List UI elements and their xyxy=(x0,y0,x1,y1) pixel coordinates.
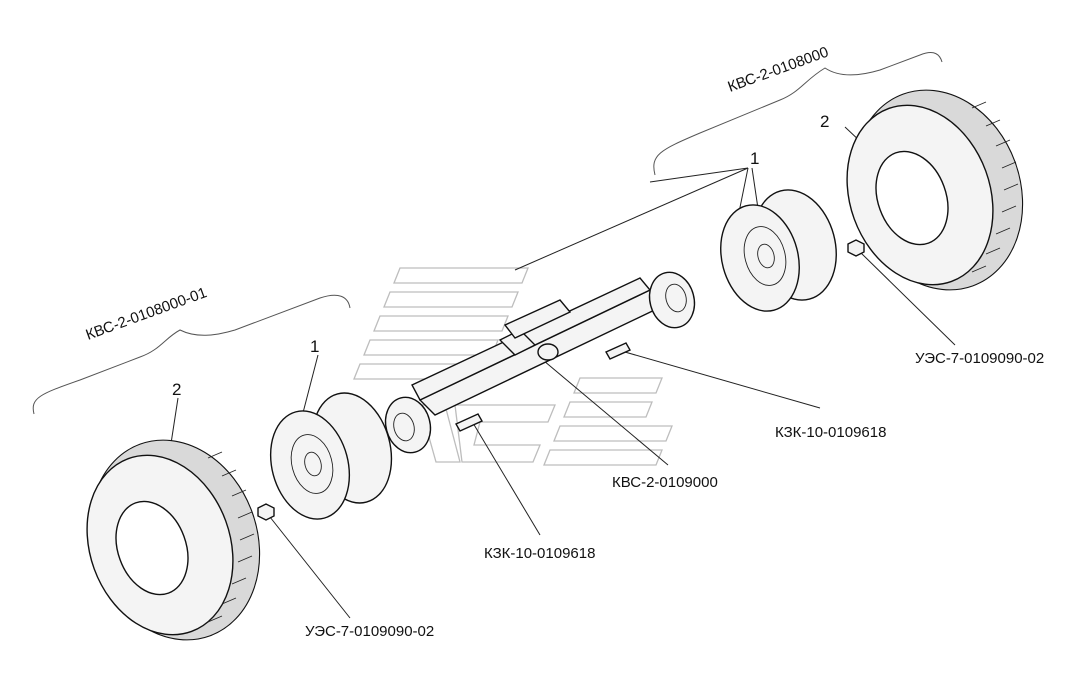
label-axle: КВС-2-0109000 xyxy=(612,474,718,491)
label-nut-left: УЭС-7-0109090-02 xyxy=(305,623,434,640)
tire-right xyxy=(846,89,1024,291)
rim-left xyxy=(269,392,393,520)
label-nut-right: УЭС-7-0109090-02 xyxy=(915,350,1044,367)
nut-left xyxy=(257,503,275,521)
item-number-tire-right: 2 xyxy=(820,112,829,131)
brace-left xyxy=(32,294,351,415)
pin-left xyxy=(455,413,483,432)
item-number-rim-right: 1 xyxy=(750,149,759,168)
brace-right xyxy=(653,52,943,176)
label-assembly-left: КВС-2-0108000-01 xyxy=(84,284,210,344)
rim-right xyxy=(720,189,837,312)
leader-lines xyxy=(169,126,956,619)
nut-right xyxy=(847,239,865,257)
item-number-tire-left: 2 xyxy=(172,380,181,399)
label-assembly-right: КВС-2-0108000 xyxy=(726,44,831,96)
label-pin-right: КЗК-10-0109618 xyxy=(775,424,886,441)
axle-beam xyxy=(411,277,667,416)
hub-right xyxy=(648,271,696,329)
tire-left xyxy=(86,439,261,641)
pin-right xyxy=(605,342,631,360)
label-pin-left: КЗК-10-0109618 xyxy=(484,545,595,562)
item-number-rim-left: 1 xyxy=(310,337,319,356)
